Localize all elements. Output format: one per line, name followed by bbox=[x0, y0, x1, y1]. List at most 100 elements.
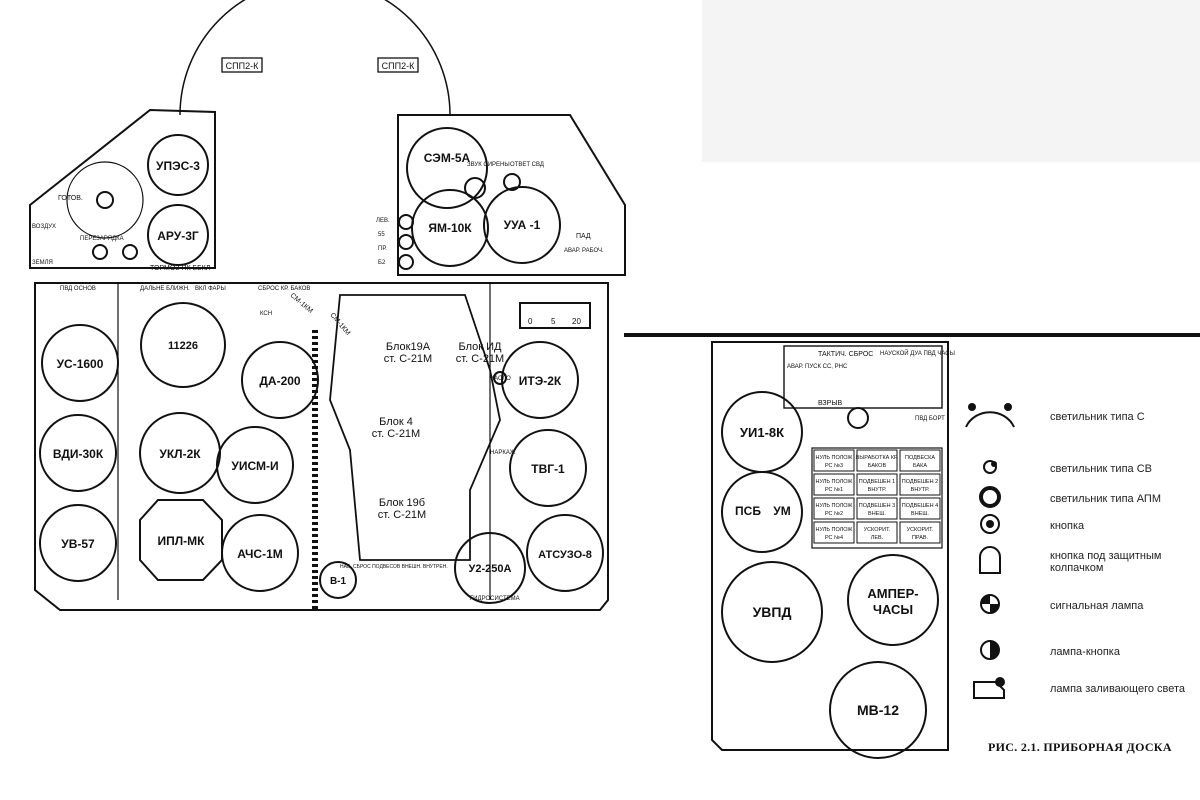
spp-right-label: СПП2-К bbox=[382, 61, 415, 71]
indicator-cell-label: РС №4 bbox=[825, 535, 843, 541]
blok19b-label: Блок 19б bbox=[379, 497, 425, 509]
indicator-cell-label: НУЛЬ ПОЛОЖ bbox=[815, 479, 852, 485]
pvd-bort-label: ПВД БОРТ bbox=[915, 416, 945, 422]
covered-button-icon bbox=[960, 545, 1030, 578]
indicator-cell-label: ВНЕШ. bbox=[911, 511, 929, 517]
indicator-cell-label: ПРАВ. bbox=[912, 535, 929, 541]
b2-label: Б2 bbox=[378, 260, 386, 266]
left-wing-outline bbox=[29, 108, 216, 269]
chasy-label: ЧАСЫ bbox=[873, 602, 913, 617]
indicator-cell-label: ПОДВЕСКА bbox=[905, 455, 935, 461]
vkl-fary-label: ВКЛ ФАРЫ bbox=[195, 286, 226, 292]
uua-label: УУА -1 bbox=[504, 218, 541, 232]
legend-text: лампа заливающего света bbox=[1050, 682, 1186, 695]
right-wing-outline bbox=[397, 114, 626, 276]
us-label: УС-1600 bbox=[57, 357, 104, 371]
blok-id-st-label: ст. С-21М bbox=[456, 353, 504, 365]
legend-item: лампа-кнопка bbox=[960, 638, 1120, 665]
blok4-st-label: ст. С-21М bbox=[372, 428, 420, 440]
legend-text: сигнальная лампа bbox=[1050, 599, 1144, 612]
vozdukh-label: ВОЗДУХ bbox=[32, 224, 56, 230]
psb-label: ПСБ bbox=[735, 504, 761, 518]
uism-label: УИСМ-И bbox=[231, 459, 278, 473]
lamp-type-apm-icon bbox=[960, 485, 1030, 512]
indicator-cell bbox=[856, 521, 898, 544]
dalnie-label: ДАЛЬНЕ БЛИЖН. bbox=[140, 286, 190, 292]
uii-label: УИ1-8К bbox=[740, 425, 784, 440]
aru-label: АРУ-3Г bbox=[157, 229, 199, 243]
indicator-cell-label: РС №1 bbox=[825, 487, 843, 493]
indicator-cell-label: БАКА bbox=[913, 463, 927, 469]
v1-label: В-1 bbox=[330, 576, 347, 587]
upes-label: УПЭС-3 bbox=[156, 159, 200, 173]
avar-pusk-label: АВАР. ПУСК СС, РНС bbox=[787, 364, 848, 370]
indicator-cell bbox=[899, 521, 941, 544]
indicator-cell bbox=[899, 497, 941, 520]
indicator-cell-label: НУЛЬ ПОЛОЖ bbox=[815, 503, 852, 509]
gotov-label: ГОТОВ. bbox=[58, 195, 83, 202]
indicator-cell-label: УСКОРИТ. bbox=[864, 527, 891, 533]
lamp-type-s-icon bbox=[960, 395, 1030, 438]
ipl-label: ИПЛ-МК bbox=[158, 534, 206, 548]
indicator-cell-label: ПОДВЕШЕН 4 bbox=[902, 503, 938, 509]
u2-label: У2-250А bbox=[469, 563, 512, 575]
blok19a-st-label: ст. С-21М bbox=[384, 353, 432, 365]
legend-item: кнопка bbox=[960, 512, 1084, 539]
gauge-11226-label: 11226 bbox=[168, 340, 198, 352]
divider-line bbox=[624, 333, 1200, 337]
blok19b-st-label: ст. С-21М bbox=[378, 509, 426, 521]
indicator-cell-label: НУЛЬ ПОЛОЖ bbox=[815, 527, 852, 533]
indicator-cell bbox=[813, 497, 855, 520]
lamp-button-icon bbox=[960, 638, 1030, 665]
right-panel-outline bbox=[711, 341, 949, 751]
s5-label: 55 bbox=[378, 232, 385, 238]
taktich-label: ТАКТИЧ. СБРОС bbox=[818, 351, 873, 358]
indicator-cell-label: ВНУТР. bbox=[911, 487, 930, 493]
zvuk-label: ЗВУК СИРЕНЫ bbox=[467, 162, 510, 168]
indicator-cell bbox=[856, 473, 898, 496]
achs-label: АЧС-1М bbox=[237, 547, 283, 561]
legend-item: светильник типа С bbox=[960, 395, 1145, 438]
legend-text: кнопка под защитным колпачком bbox=[1050, 549, 1162, 574]
tvg-label: ТВГ-1 bbox=[531, 462, 565, 476]
indicator-cell bbox=[813, 521, 855, 544]
vzryv-label: ВЗРЫВ bbox=[818, 400, 843, 407]
indicator-cell-label: УСКОРИТ. bbox=[907, 527, 934, 533]
ite-label: ИТЭ-2К bbox=[519, 374, 562, 388]
ats-label: АТСУЗО-8 bbox=[538, 549, 592, 561]
legend-item: светильник типа АПМ bbox=[960, 485, 1161, 512]
spp-left-label: СПП2-К bbox=[226, 61, 259, 71]
uv-label: УВ-57 bbox=[61, 537, 95, 551]
vdi-label: ВДИ-30К bbox=[53, 447, 104, 461]
sbros-label: СБРОС КР. БАКОВ bbox=[258, 286, 310, 292]
uvpd-label: УВПД bbox=[753, 604, 792, 620]
flood-lamp-icon bbox=[960, 672, 1030, 705]
legend-text: кнопка bbox=[1050, 519, 1085, 532]
legend-item: кнопка под защитным колпачком bbox=[960, 545, 1200, 578]
legend-text: светильник типа СВ bbox=[1050, 462, 1152, 475]
legend-text: светильник типа С bbox=[1050, 410, 1145, 423]
blok19a-label: Блок19А bbox=[386, 341, 431, 353]
gidrosistema-label: ГИДРОСИСТЕМА bbox=[470, 596, 520, 602]
lev-label: ЛЕВ. bbox=[376, 218, 390, 224]
indicator-cell-label: ВЫРАБОТКА КР. bbox=[856, 455, 899, 461]
scale-5: 5 bbox=[551, 317, 556, 326]
blok4-label: Блок 4 bbox=[379, 416, 413, 428]
maslo-label: МАСЛО bbox=[489, 376, 511, 382]
legend-item: лампа заливающего света bbox=[960, 672, 1185, 705]
main-panel-outline bbox=[34, 282, 609, 611]
indicator-cell-label: ПОДВЕШЕН 1 bbox=[859, 479, 895, 485]
pad-label: ПАД bbox=[576, 233, 591, 240]
button-icon bbox=[960, 512, 1030, 539]
avar-label: АВАР. РАБОЧ. bbox=[564, 248, 604, 254]
legend-text: светильник типа АПМ bbox=[1050, 492, 1161, 505]
indicator-cell-label: ПОДВЕШЕН 3 bbox=[859, 503, 895, 509]
scale-20: 20 bbox=[572, 317, 581, 326]
blok-id-label: Блок ИД bbox=[459, 341, 503, 353]
indicator-cell-label: ВНЕШ. bbox=[868, 511, 886, 517]
nauskoy-label: НАУСКОЙ ДУА ПВД ЧАСЫ bbox=[880, 349, 955, 357]
indicator-cell bbox=[899, 449, 941, 472]
um-label: УМ bbox=[773, 504, 790, 518]
